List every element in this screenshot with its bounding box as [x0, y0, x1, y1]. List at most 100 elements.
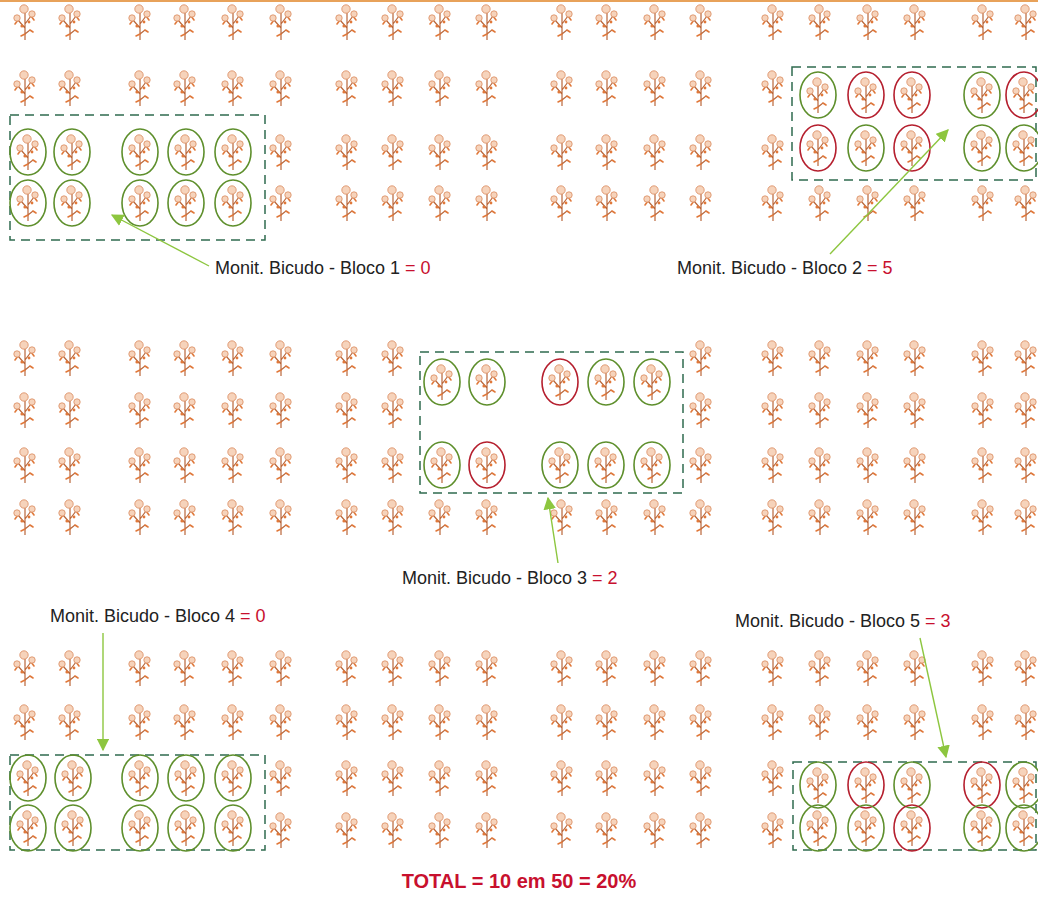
- plant-circle: [634, 442, 670, 488]
- cotton-plant: [14, 393, 35, 428]
- cotton-plant: [270, 813, 291, 848]
- cotton-plant: [549, 448, 570, 483]
- cotton-plant: [855, 811, 876, 846]
- cotton-plant: [551, 186, 572, 221]
- cotton-plant: [809, 186, 830, 221]
- cotton-plant: [596, 5, 617, 40]
- cotton-plant: [17, 761, 38, 796]
- cotton-plant: [174, 651, 195, 686]
- cotton-plant: [336, 813, 357, 848]
- cotton-plant: [175, 135, 196, 170]
- cotton-plant: [762, 393, 783, 428]
- cotton-plant: [59, 651, 80, 686]
- cotton-plant: [222, 393, 243, 428]
- plant-circle: [215, 755, 251, 801]
- cotton-plant: [129, 500, 150, 535]
- plant-circle: [215, 805, 251, 851]
- plant-circle: [894, 762, 930, 808]
- cotton-plant: [809, 5, 830, 40]
- cotton-plant: [59, 341, 80, 376]
- cotton-plant: [1013, 78, 1034, 113]
- block-label: Monit. Bicudo - Bloco 2= 5: [677, 258, 893, 279]
- cotton-plant: [762, 651, 783, 686]
- cotton-plant: [1013, 768, 1034, 803]
- total-text: TOTAL = 10 em 50 = 20%: [398, 870, 641, 892]
- cotton-plant: [972, 448, 993, 483]
- plant-circle: [1006, 805, 1038, 851]
- cotton-plant: [222, 71, 243, 106]
- cotton-plant: [857, 500, 878, 535]
- cotton-plant: [596, 186, 617, 221]
- cotton-plant: [336, 705, 357, 740]
- sample-block: [10, 115, 265, 240]
- cotton-plant: [807, 811, 828, 846]
- cotton-plant: [129, 186, 150, 221]
- cotton-plant: [971, 811, 992, 846]
- plant-circle: [964, 72, 1000, 118]
- cotton-plant: [971, 78, 992, 113]
- cotton-plant: [175, 186, 196, 221]
- cotton-plant: [382, 71, 403, 106]
- cotton-plant: [857, 341, 878, 376]
- cotton-plant: [222, 186, 243, 221]
- cotton-plant: [431, 448, 452, 483]
- plant-circle: [168, 805, 204, 851]
- cotton-plant: [476, 651, 497, 686]
- cotton-plant: [596, 705, 617, 740]
- cotton-plant: [476, 705, 497, 740]
- plant-circle: [848, 762, 884, 808]
- cotton-plant: [270, 500, 291, 535]
- cotton-plant: [270, 71, 291, 106]
- cotton-plant: [857, 448, 878, 483]
- cotton-plant: [382, 813, 403, 848]
- plant-circle: [848, 72, 884, 118]
- cotton-plant: [809, 448, 830, 483]
- block-label: Monit. Bicudo - Bloco 1= 0: [215, 258, 431, 279]
- cotton-plant: [429, 186, 450, 221]
- cotton-plant: [644, 705, 665, 740]
- plant-circle: [55, 805, 91, 851]
- cotton-plant: [644, 500, 665, 535]
- cotton-plant: [270, 705, 291, 740]
- cotton-plant: [129, 135, 150, 170]
- cotton-plant: [429, 71, 450, 106]
- cotton-plant: [971, 768, 992, 803]
- cotton-plant: [336, 651, 357, 686]
- cotton-plant: [762, 5, 783, 40]
- cotton-plant: [174, 71, 195, 106]
- cotton-plant: [175, 811, 196, 846]
- cotton-plant: [762, 341, 783, 376]
- cotton-plant: [17, 811, 38, 846]
- cotton-plant: [129, 761, 150, 796]
- cotton-plant: [1015, 500, 1036, 535]
- plant-circle: [588, 359, 624, 405]
- cotton-plant: [809, 341, 830, 376]
- weevil-count: = 2: [592, 568, 618, 589]
- block-name: Monit. Bicudo - Bloco 3: [402, 568, 587, 589]
- cotton-plant: [382, 135, 403, 170]
- cotton-plant: [641, 365, 662, 400]
- cotton-plant: [1013, 131, 1034, 166]
- leader-line: [548, 498, 558, 563]
- cotton-plant: [222, 5, 243, 40]
- cotton-plant: [59, 448, 80, 483]
- leader-line: [102, 633, 103, 750]
- sample-block: [10, 755, 265, 850]
- cotton-plant: [222, 761, 243, 796]
- plant-circle: [1006, 72, 1038, 118]
- cotton-plant: [596, 500, 617, 535]
- cotton-plant: [904, 5, 925, 40]
- cotton-plant: [61, 135, 82, 170]
- cotton-plant: [690, 651, 711, 686]
- block-name: Monit. Bicudo - Bloco 2: [677, 258, 862, 279]
- cotton-plant: [222, 448, 243, 483]
- sample-block: [793, 762, 1036, 850]
- cotton-plant: [809, 500, 830, 535]
- plant-circle: [634, 359, 670, 405]
- cotton-plant: [14, 5, 35, 40]
- cotton-plant: [855, 768, 876, 803]
- cotton-plant: [336, 135, 357, 170]
- cotton-plant: [59, 500, 80, 535]
- cotton-plant: [429, 500, 450, 535]
